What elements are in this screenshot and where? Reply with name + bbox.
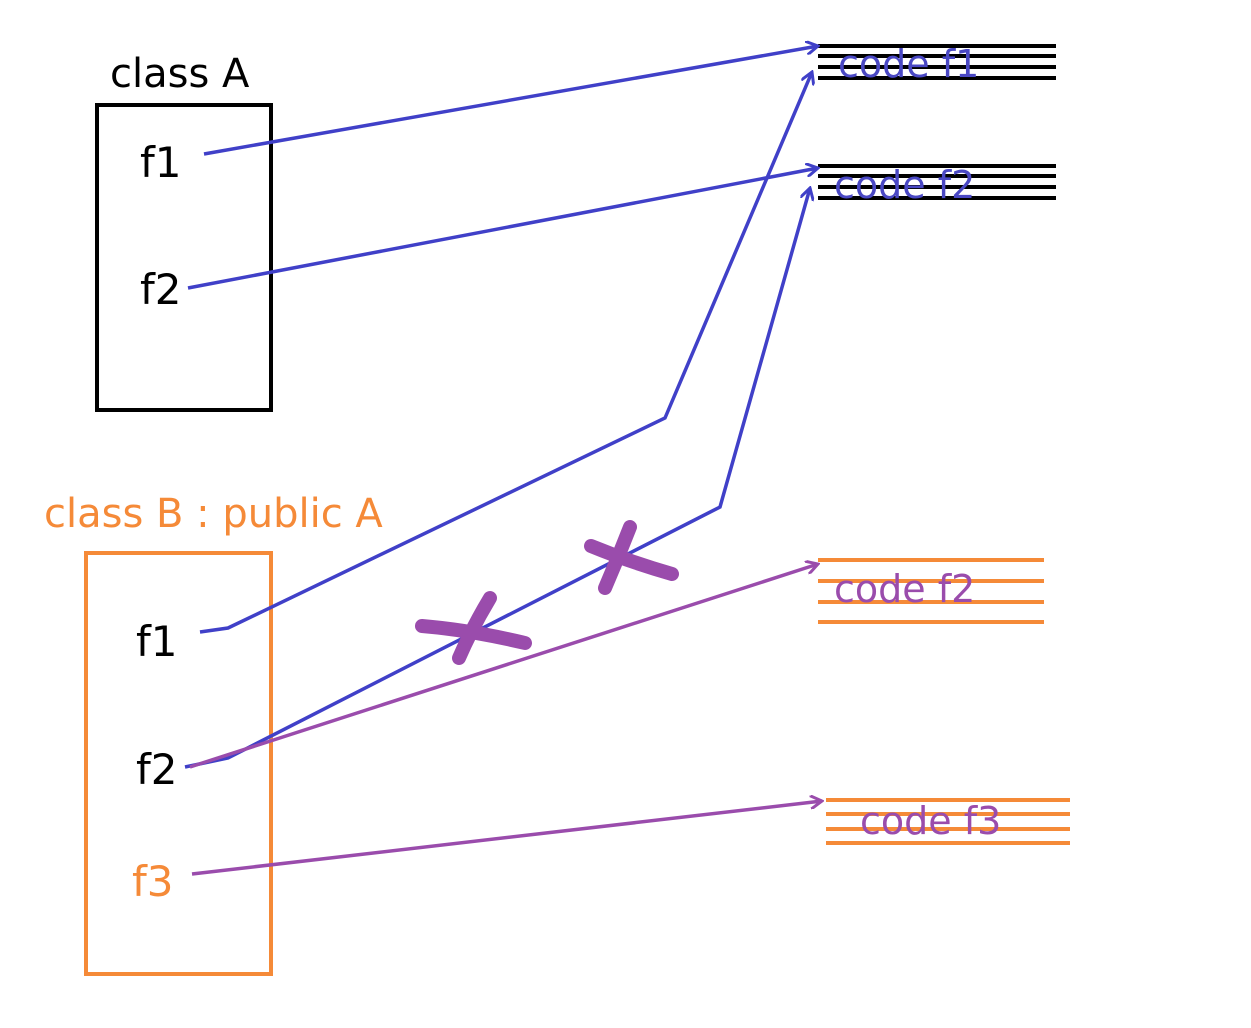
code-block-b-f3: code f3 (826, 798, 1070, 845)
class-b-member-f2: f2 (136, 745, 178, 794)
arrow-b-f2-to-inherited-code-f2 (184, 188, 810, 769)
arrow-a-f2-to-code-f2 (187, 168, 818, 290)
arrow-b-f2-to-overridden-code-f2 (189, 564, 818, 769)
class-b-box (84, 551, 273, 976)
arrow-b-f3-to-code-f3 (191, 801, 822, 876)
code-block-b-f2: code f2 (818, 558, 1044, 624)
class-b-title: class B : public A (44, 491, 383, 537)
class-a-box (95, 103, 273, 412)
code-block-b-f2-label: code f2 (834, 567, 975, 611)
class-a-member-f1: f1 (140, 138, 182, 187)
arrow-a-f1-to-code-f1 (203, 46, 818, 156)
class-b-member-f3: f3 (132, 857, 174, 906)
class-a-member-f2: f2 (140, 265, 182, 314)
code-block-a-f1-label: code f1 (838, 42, 979, 86)
code-block-a-f1: code f1 (818, 42, 1056, 86)
class-a: class A f1 f2 (95, 51, 273, 412)
code-block-a-f2-label: code f2 (834, 163, 975, 207)
cross-mark-1 (415, 591, 532, 665)
class-b-member-f1: f1 (136, 617, 178, 666)
class-b: class B : public A f1 f2 f3 (44, 491, 383, 976)
code-block-b-f3-label: code f3 (860, 799, 1001, 843)
arrow-b-f1-to-code-f1 (199, 72, 812, 634)
code-block-a-f2: code f2 (818, 163, 1056, 207)
cross-mark-2 (584, 520, 679, 595)
class-a-title: class A (110, 51, 250, 97)
